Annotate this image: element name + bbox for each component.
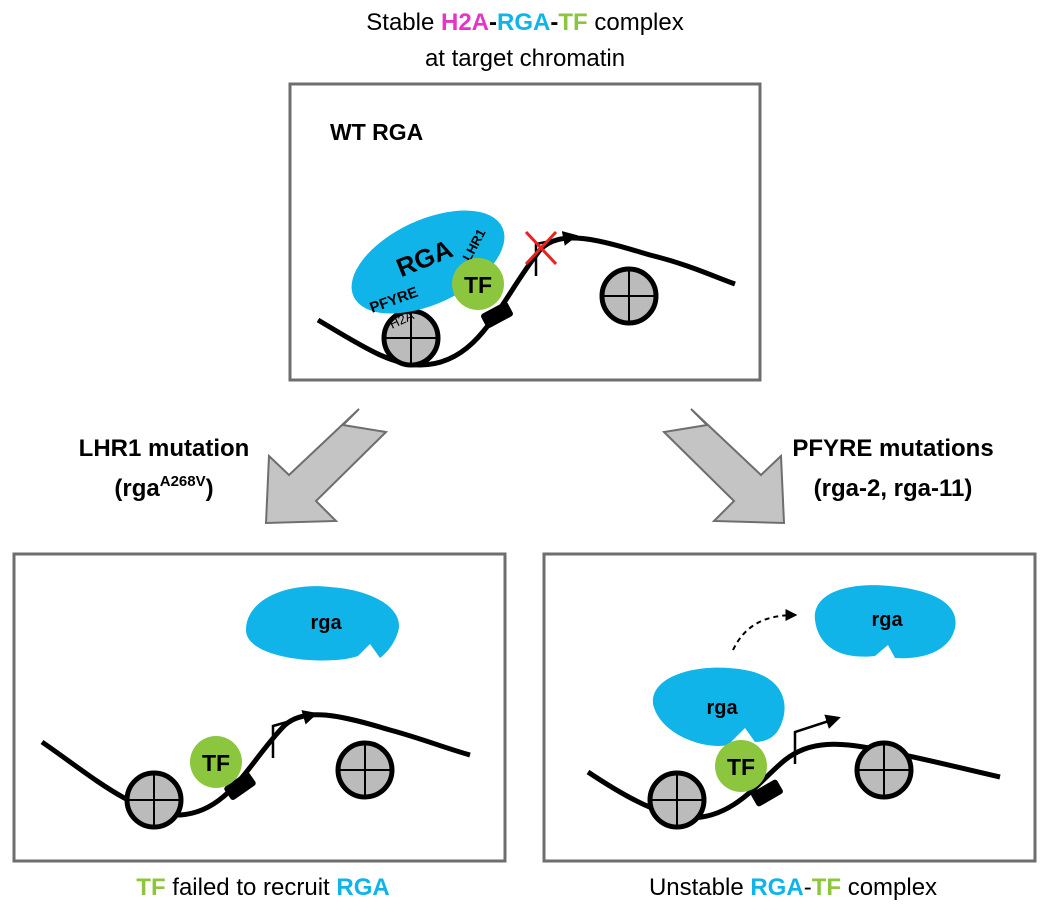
pfyre-mutation-label: PFYRE mutations [792,435,993,462]
lhr1-allele-label: (rgaA268V) [114,473,213,502]
dna-strand [40,712,471,818]
wt-panel-frame [288,82,762,382]
rga-free-label: rga [310,612,342,634]
rga-free-label: rga [871,609,903,631]
rga-word: RGA [497,9,550,36]
rga-bound-label: rga [706,697,738,719]
nucleosome-icon [857,743,911,797]
rga-free-protein [246,586,400,661]
left-down-arrow-icon [264,408,389,525]
promoter-block [224,772,256,800]
nucleosome-icon [338,743,392,797]
lhr1-panel-frame [12,552,507,863]
promoter-block [751,779,783,807]
lhr1-caption: TF failed to recruit RGA [136,874,389,901]
nucleosome-icon [127,773,181,827]
right-down-arrow-icon [661,408,786,525]
tf-word: TF [558,9,587,36]
tf-protein [190,736,242,788]
top-title-line2: at target chromatin [425,45,625,72]
tf-label: TF [202,750,230,776]
pfyre-allele-label: (rga-2, rga-11) [814,475,973,502]
tf-label: TF [727,754,755,780]
pfyre-caption: Unstable RGA-TF complex [649,874,937,901]
lhr1-mutation-label: LHR1 mutation [79,435,250,462]
wt-panel-label: WT RGA [330,119,423,145]
blocked-x-icon [524,230,558,266]
dissociation-arrow-icon [732,609,798,651]
pfyre-panel-frame [542,552,1037,863]
transcription-arrow-icon [793,714,841,764]
tf-protein [715,740,767,792]
nucleosome-icon [650,773,704,827]
rga-bound-protein [652,667,785,746]
promoter-block [481,301,513,329]
top-title-line1: Stable H2A-RGA-TF complex [366,9,683,36]
h2a-word: H2A [441,9,489,36]
tf-label: TF [464,272,492,298]
nucleosome-icon [602,269,656,323]
rga-free-protein [814,585,956,659]
tf-protein [452,258,504,310]
transcription-arrow-icon [271,710,318,758]
